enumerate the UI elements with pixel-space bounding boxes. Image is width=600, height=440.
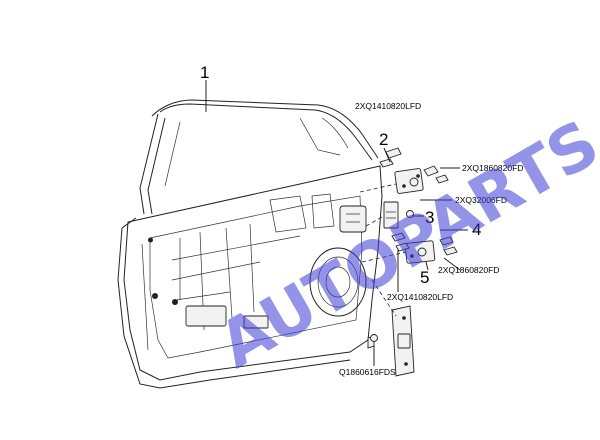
lower-hinge-assembly [391, 232, 458, 264]
inner-panel-handle [243, 315, 269, 329]
door-body [117, 165, 383, 389]
callout-2: 2 [379, 130, 388, 149]
door-window-frame [139, 99, 379, 215]
part-label-2xq32006fd: 2XQ32006FD [455, 195, 507, 205]
part-label-2xq1410820lfd-bottom: 2XQ1410820LFD [387, 292, 453, 302]
part-label-q1860616fds: Q1860616FDS [339, 367, 396, 377]
callout-1: 1 [200, 63, 209, 82]
callout-3: 3 [425, 208, 434, 227]
explosion-lines [359, 183, 407, 317]
part-label-2xq1410820lfd-top: 2XQ1410820LFD [355, 101, 421, 111]
part-label-2xq1860820fd-top: 2XQ1860820FD [462, 163, 523, 173]
door-check-assembly [339, 201, 414, 233]
upper-hinge-assembly [379, 147, 449, 194]
callout-5: 5 [420, 268, 429, 287]
callout-4: 4 [472, 220, 481, 239]
leader-lines [205, 80, 468, 366]
door-lock-plate [367, 305, 415, 377]
inner-panel-bracket [185, 305, 227, 327]
speaker-ring [309, 247, 367, 317]
part-label-2xq1860820fd-bottom: 2XQ1860820FD [438, 265, 499, 275]
